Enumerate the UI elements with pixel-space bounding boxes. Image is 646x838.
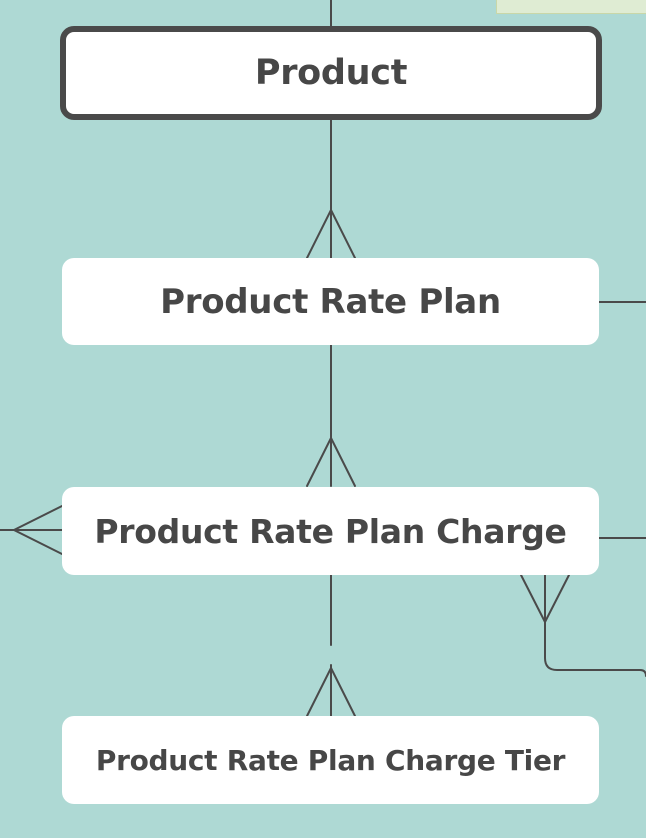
- crows-foot-charge-left: [11, 505, 63, 555]
- entity-product-label: Product: [254, 53, 408, 93]
- crows-foot-tier: [306, 665, 356, 717]
- entity-product-rate-plan-charge-tier[interactable]: Product Rate Plan Charge Tier: [62, 716, 599, 804]
- connector-charge-bottom-right: [544, 574, 646, 677]
- offscreen-note-shape[interactable]: [496, 0, 646, 14]
- entity-product-rate-plan-charge-tier-label: Product Rate Plan Charge Tier: [95, 743, 566, 777]
- crows-foot-rate-plan: [306, 207, 356, 259]
- entity-product-rate-plan[interactable]: Product Rate Plan: [62, 258, 599, 345]
- entity-product-rate-plan-charge[interactable]: Product Rate Plan Charge: [62, 487, 599, 575]
- crows-foot-charge: [306, 435, 356, 487]
- entity-product-rate-plan-charge-label: Product Rate Plan Charge: [94, 511, 567, 551]
- entity-product[interactable]: Product: [60, 26, 602, 120]
- entity-product-rate-plan-label: Product Rate Plan: [160, 281, 501, 322]
